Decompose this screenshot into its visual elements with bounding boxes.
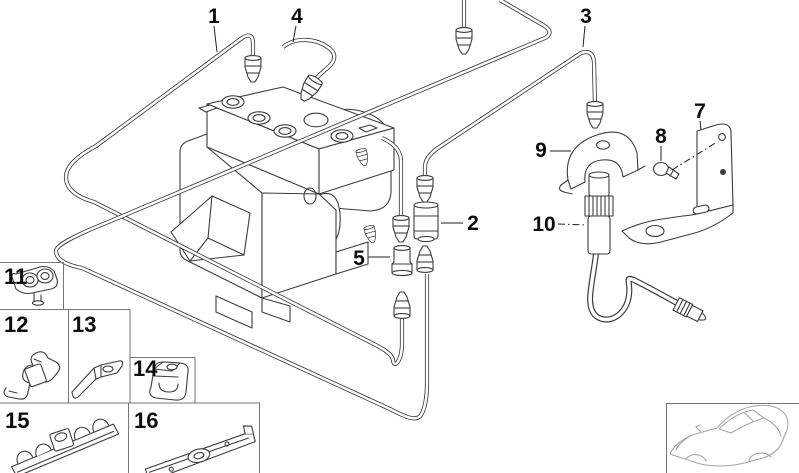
bracket-part-7 xyxy=(621,123,734,245)
fitting-loop-end xyxy=(393,291,411,319)
callout-12[interactable]: 12 xyxy=(4,312,28,337)
fitting-above-coupling xyxy=(416,175,434,203)
fitting-below-coupling xyxy=(416,245,434,273)
clip-part-11 xyxy=(11,265,58,306)
clip-part-13 xyxy=(71,360,124,399)
callout-5[interactable]: 5 xyxy=(353,247,365,270)
leader-3 xyxy=(582,25,586,48)
clip-part-14 xyxy=(149,361,189,401)
car-box xyxy=(665,402,799,473)
bracket-part-16 xyxy=(145,425,256,473)
callouts: 1 4 3 7 8 9 10 2 5 11 12 13 14 15 16 xyxy=(4,5,718,433)
leader-7 xyxy=(699,120,702,131)
pipe-1 xyxy=(63,33,405,366)
pipe-cluster-left xyxy=(381,136,404,219)
clip-part-12 xyxy=(3,351,61,400)
clamp-part-9 xyxy=(559,131,646,195)
fitting-pipe3 xyxy=(586,101,604,129)
callout-3[interactable]: 3 xyxy=(580,5,592,28)
callout-11[interactable]: 11 xyxy=(4,264,27,289)
leader-8-bolt-axis xyxy=(671,141,718,171)
callout-15[interactable]: 15 xyxy=(5,408,29,433)
car-reference xyxy=(665,402,799,473)
valve-block-ports xyxy=(198,95,378,143)
brake-pipes xyxy=(53,0,598,421)
callout-8[interactable]: 8 xyxy=(655,125,667,148)
inset-boxes xyxy=(0,261,261,473)
coupling-part-2 xyxy=(413,201,439,243)
callout-16[interactable]: 16 xyxy=(134,408,158,433)
pipe-4 xyxy=(281,37,337,84)
leader-10 xyxy=(557,223,587,226)
fitting-top xyxy=(455,27,473,55)
car-silhouette xyxy=(669,404,789,467)
callout-7[interactable]: 7 xyxy=(694,100,706,123)
bolt-part-8 xyxy=(652,161,680,180)
callout-9[interactable]: 9 xyxy=(535,139,547,162)
fitting-pipe1 xyxy=(244,55,262,83)
leader-4 xyxy=(292,25,297,43)
pipe-fittings xyxy=(244,27,604,319)
hose-part-10 xyxy=(584,171,707,323)
fitting-left-stack xyxy=(392,215,410,243)
pipe-long-loop xyxy=(53,0,552,421)
hose-end-fitting xyxy=(672,297,707,323)
callout-10[interactable]: 10 xyxy=(532,213,555,236)
pipe-3 xyxy=(422,49,598,179)
hose-top-fitting xyxy=(584,171,614,255)
callout-4[interactable]: 4 xyxy=(291,5,303,28)
callout-13[interactable]: 13 xyxy=(72,312,96,337)
clip-part-15 xyxy=(10,418,120,473)
callout-14[interactable]: 14 xyxy=(133,356,158,381)
callout-2[interactable]: 2 xyxy=(467,212,479,235)
leader-1 xyxy=(213,25,218,53)
union-part-5 xyxy=(391,245,413,277)
callout-1[interactable]: 1 xyxy=(208,5,220,28)
inset-box-16 xyxy=(127,402,261,473)
abs-hydraulic-unit xyxy=(170,86,395,329)
